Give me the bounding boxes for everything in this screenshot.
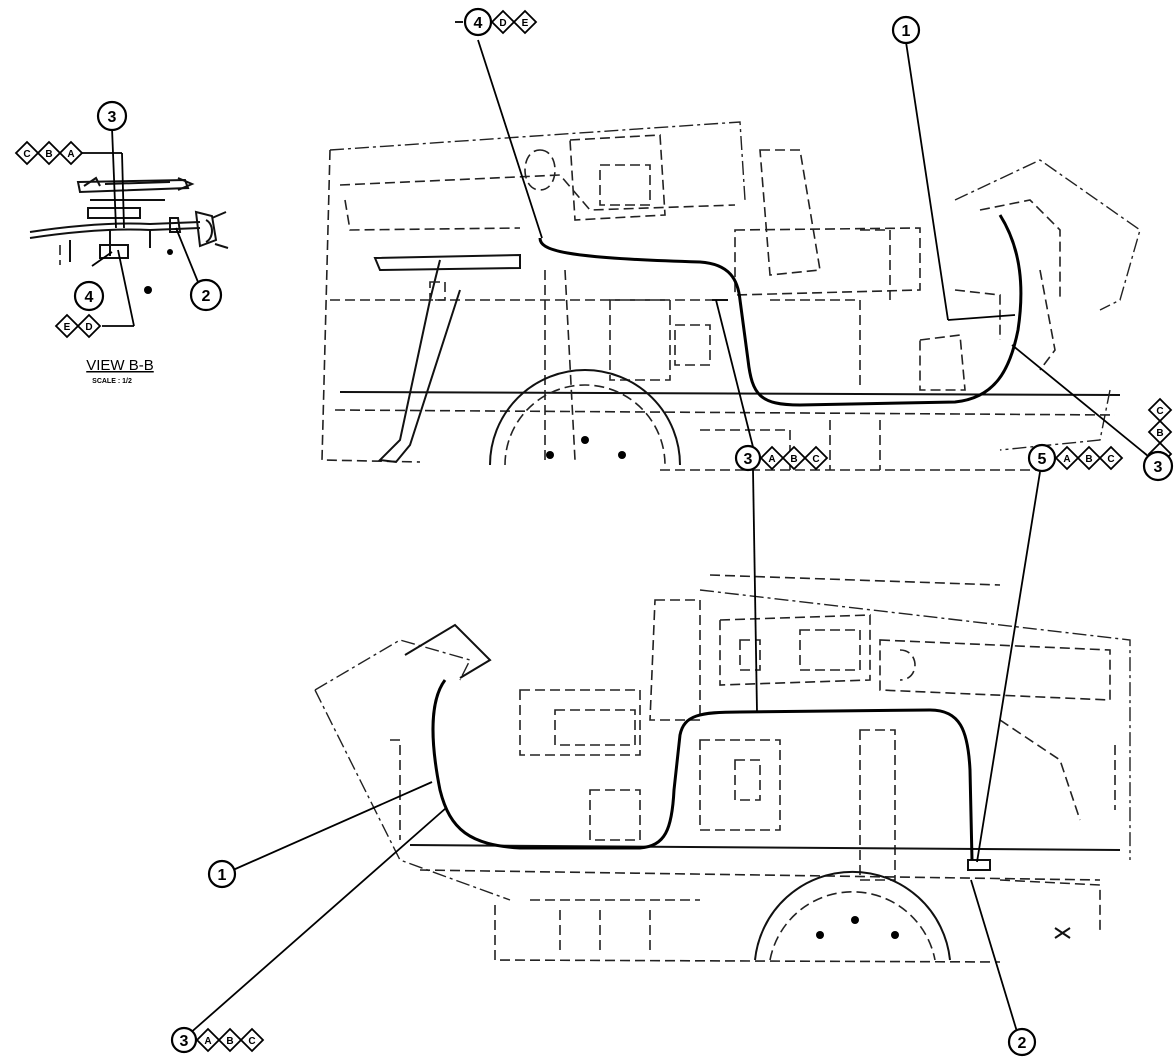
flag-cba-inset: C B A [14, 140, 99, 166]
svg-text:B: B [1085, 454, 1092, 465]
svg-text:C: C [1107, 454, 1114, 465]
callout-1-top [891, 15, 921, 45]
svg-text:4: 4 [474, 15, 483, 32]
flag-ed-inset: E D [54, 313, 102, 339]
callout-3-right [1142, 450, 1174, 482]
callout-5-mid: 5 A B C [1027, 443, 1124, 473]
callout-4-inset [73, 280, 105, 312]
svg-text:3: 3 [1154, 459, 1163, 476]
svg-text:B: B [1156, 428, 1163, 439]
svg-text:1: 1 [902, 23, 911, 40]
svg-text:C: C [812, 454, 819, 465]
svg-text:B: B [45, 149, 52, 160]
svg-text:C: C [248, 1036, 255, 1047]
svg-text:C: C [1156, 406, 1163, 417]
svg-text:2: 2 [1018, 1035, 1027, 1052]
svg-text:3: 3 [744, 451, 753, 468]
callout-3-inset-label: 3 [108, 109, 117, 126]
svg-text:B: B [226, 1036, 233, 1047]
svg-text:A: A [1063, 454, 1070, 465]
callout-4-inset-label: 4 [85, 289, 94, 306]
callout-3-inset [96, 100, 128, 132]
svg-text:3: 3 [180, 1033, 189, 1050]
top-vehicle-view: 4 D E 1 C B A 3 [321, 7, 1174, 482]
svg-text:D: D [85, 322, 92, 333]
bottom-vehicle-view: 1 3 A B C 2 [170, 469, 1131, 1057]
svg-text:A: A [768, 454, 775, 465]
view-title: VIEW B-B [86, 357, 154, 374]
svg-text:C: C [23, 149, 30, 160]
view-scale: SCALE : 1/2 [92, 378, 132, 385]
svg-text:A: A [204, 1036, 211, 1047]
svg-text:D: D [499, 18, 506, 29]
svg-text:5: 5 [1038, 451, 1047, 468]
callout-3-mid: 3 A B C [734, 444, 829, 472]
inset-view-b-b: 3 C B A 4 2 E D VIEW B-B SCALE : 1/2 [14, 100, 229, 385]
callout-3-bottom: 3 A B C [170, 1026, 265, 1054]
svg-text:B: B [790, 454, 797, 465]
callout-2-inset [189, 278, 223, 312]
svg-text:E: E [522, 18, 529, 29]
callout-2-inset-label: 2 [202, 288, 211, 305]
callout-4-top: 4 D E [455, 7, 538, 37]
callout-1-bottom [207, 859, 237, 889]
callout-2-bottom [1007, 1027, 1037, 1057]
svg-text:E: E [64, 322, 71, 333]
svg-text:A: A [67, 149, 74, 160]
svg-text:1: 1 [218, 867, 227, 884]
